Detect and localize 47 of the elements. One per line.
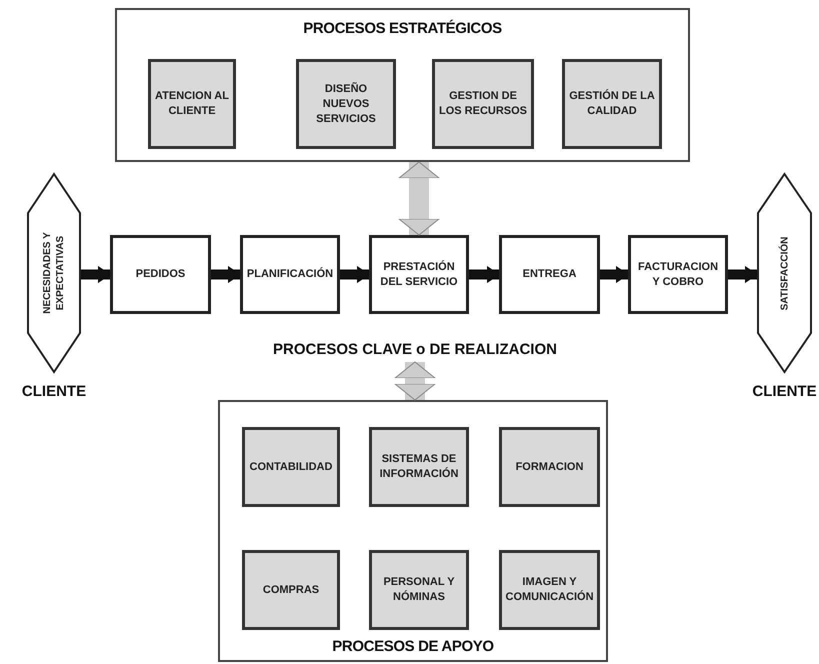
box-label: GESTION DE LOS RECURSOS xyxy=(439,89,527,119)
box-label: FACTURACION Y COBRO xyxy=(636,260,720,290)
double-arrow xyxy=(394,362,436,400)
process-box xyxy=(148,59,236,149)
box-label: DISEÑO NUEVOS SERVICIOS xyxy=(315,82,377,126)
box-label: PEDIDOS xyxy=(136,267,186,282)
box-label: SISTEMAS DE INFORMACIÓN xyxy=(378,452,460,482)
process-box xyxy=(499,427,600,507)
process-box xyxy=(628,235,728,314)
arrow xyxy=(728,266,758,283)
double-arrow xyxy=(398,162,440,236)
group-title: PROCESOS ESTRATÉGICOS xyxy=(303,18,502,39)
box-label: ENTREGA xyxy=(522,267,576,282)
box-label: PERSONAL Y NÓMINAS xyxy=(382,575,456,605)
arrow xyxy=(81,266,110,283)
process-box xyxy=(562,59,662,149)
box-label: COMPRAS xyxy=(262,582,320,598)
client-label: CLIENTE xyxy=(752,382,817,402)
client-label: CLIENTE xyxy=(22,382,86,402)
box-label: PLANIFICACIÓN xyxy=(246,267,334,282)
process-box xyxy=(369,550,469,630)
process-box xyxy=(432,59,534,149)
process-box xyxy=(240,235,340,314)
process-box xyxy=(242,427,340,507)
box-label: FORMACION xyxy=(516,460,584,474)
section-title: PROCESOS CLAVE o DE REALIZACION xyxy=(245,338,585,362)
arrow xyxy=(211,266,240,283)
process-box xyxy=(369,235,469,314)
process-box xyxy=(242,550,340,630)
hexagon-label: NECESIDADES Y EXPECTATIVAS xyxy=(41,231,67,316)
process-box xyxy=(110,235,211,314)
hexagon-label: SATISFACCIÓN xyxy=(778,236,791,310)
process-group-box xyxy=(115,8,690,162)
box-label: PRESTACIÓN DEL SERVICIO xyxy=(379,260,459,290)
process-box xyxy=(499,235,600,314)
box-label: ATENCION AL CLIENTE xyxy=(155,89,229,119)
process-group-box xyxy=(218,400,608,662)
process-box xyxy=(369,427,469,507)
arrow xyxy=(340,266,370,283)
box-label: GESTIÓN DE LA CALIDAD xyxy=(569,89,655,119)
process-box xyxy=(296,59,396,149)
box-label: IMAGEN Y COMUNICACIÓN xyxy=(506,575,594,605)
group-title: PROCESOS DE APOYO xyxy=(332,636,494,656)
arrow xyxy=(600,266,628,283)
process-box xyxy=(499,550,600,630)
arrow xyxy=(469,266,500,283)
box-label: CONTABILIDAD xyxy=(250,460,332,474)
